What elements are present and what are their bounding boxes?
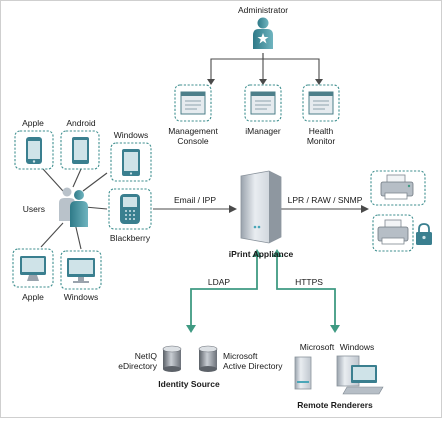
imanager-node: iManager — [244, 84, 282, 136]
monitor-icon — [67, 258, 95, 283]
iphone-icon — [26, 137, 42, 164]
blackberry-icon — [120, 194, 140, 224]
administrator-label: Administrator — [238, 5, 288, 15]
edirectory-database-icon — [162, 345, 182, 372]
connectors — [40, 53, 369, 250]
console-arrowhead — [207, 79, 215, 85]
printer-group-1 — [370, 170, 426, 206]
ldap-label: LDAP — [208, 277, 231, 287]
users-to-apple-desktop-line — [40, 222, 64, 248]
identity-source-node: NetIQ eDirectory Microsoft Active Direct… — [118, 345, 283, 389]
blackberry-label: Blackberry — [110, 233, 151, 243]
netiq-label-2: eDirectory — [118, 361, 157, 371]
android-phone-icon — [72, 137, 89, 164]
renderer-windows-label: Windows — [340, 342, 374, 352]
active-directory-database-icon — [198, 345, 218, 372]
admin-to-health-line — [263, 58, 320, 81]
users-to-windows-mobile-line — [82, 172, 108, 192]
health-monitor-node: Health Monitor — [302, 84, 340, 146]
management-console-window-icon — [180, 91, 206, 115]
apple-desktop-label: Apple — [22, 292, 44, 302]
netiq-label-1: NetIQ — [135, 351, 158, 361]
lpr-arrowhead — [361, 205, 369, 213]
printer-icon — [380, 174, 414, 200]
apple-mobile-node: Apple — [14, 118, 54, 170]
email-ipp-arrowhead — [229, 205, 237, 213]
users-to-windows-desktop-line — [74, 222, 82, 250]
renderer-microsoft-label: Microsoft — [300, 342, 335, 352]
https-label: HTTPS — [295, 277, 323, 287]
secure-printer-icon — [377, 219, 409, 245]
ldap-top-arrowhead — [252, 249, 262, 257]
iprint-appliance-node: iPrint Appliance — [229, 170, 294, 259]
ldap-bottom-arrowhead — [186, 325, 196, 333]
ldap-line — [190, 253, 258, 327]
windows-desktop-node: Windows — [60, 250, 102, 302]
microsoft-ad-label-2: Active Directory — [223, 361, 283, 371]
imanager-arrowhead — [259, 79, 267, 85]
users-to-apple-line — [42, 168, 64, 192]
administrator-icon — [253, 17, 273, 49]
android-node: Android — [60, 118, 100, 170]
admin-to-console-line — [210, 53, 264, 81]
users-to-android-line — [72, 168, 82, 188]
renderer-workstation-icon — [336, 355, 384, 395]
email-ipp-label: Email / IPP — [174, 195, 216, 205]
users-node: Users — [23, 187, 88, 227]
apple-mobile-label: Apple — [22, 118, 44, 128]
renderer-server-icon — [294, 356, 312, 390]
management-console-node: Management Console — [168, 84, 218, 146]
https-top-arrowhead — [272, 249, 282, 257]
green-connectors — [186, 249, 340, 333]
management-console-label-2: Console — [177, 136, 208, 146]
imanager-label: iManager — [245, 126, 281, 136]
microsoft-ad-label-1: Microsoft — [223, 351, 258, 361]
health-monitor-window-icon — [308, 91, 334, 115]
https-bottom-arrowhead — [330, 325, 340, 333]
remote-renderers-title: Remote Renderers — [297, 400, 373, 410]
management-console-label-1: Management — [168, 126, 218, 136]
windows-mobile-label: Windows — [114, 130, 148, 140]
windows-phone-icon — [122, 149, 140, 176]
identity-source-title: Identity Source — [158, 379, 220, 389]
remote-renderers-node: Microsoft Windows Remote Renderers — [294, 342, 384, 410]
users-to-blackberry-line — [84, 206, 108, 210]
apple-desktop-node: Apple — [12, 248, 54, 302]
server-icon — [240, 170, 282, 244]
windows-desktop-label: Windows — [64, 292, 98, 302]
imac-icon — [20, 256, 46, 281]
blackberry-node: Blackberry — [108, 188, 152, 243]
users-icon — [59, 187, 88, 227]
administrator-node: Administrator — [238, 5, 288, 49]
https-line — [276, 253, 336, 327]
lpr-raw-snmp-label: LPR / RAW / SNMP — [288, 195, 363, 205]
android-label: Android — [66, 118, 96, 128]
iprint-appliance-label: iPrint Appliance — [229, 249, 294, 259]
lock-icon — [416, 223, 432, 245]
users-label: Users — [23, 204, 45, 214]
health-arrowhead — [315, 79, 323, 85]
health-monitor-label-1: Health — [309, 126, 334, 136]
windows-mobile-node: Windows — [110, 130, 152, 182]
imanager-window-icon — [250, 91, 276, 115]
health-monitor-label-2: Monitor — [307, 136, 336, 146]
printer-group-2 — [372, 214, 432, 252]
